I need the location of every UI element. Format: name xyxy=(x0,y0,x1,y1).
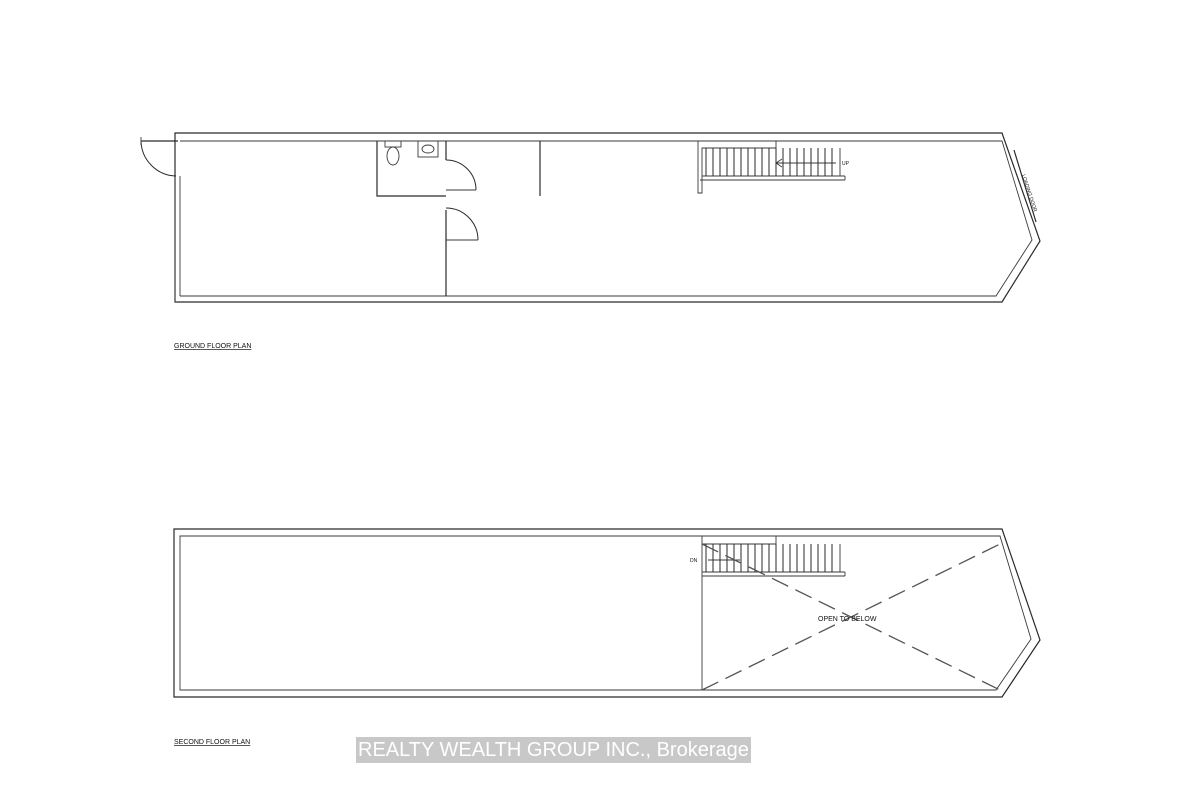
ground-floor-title: GROUND FLOOR PLAN xyxy=(174,343,251,350)
second-floor-inner-wall xyxy=(179,535,1032,691)
dn-label: DN xyxy=(690,558,698,564)
ground-floor-outer-wall xyxy=(174,132,1041,303)
brokerage-watermark: REALTY WEALTH GROUP INC., Brokerage xyxy=(356,737,751,763)
second-floor-plan: DN OPEN TO BELOW SECOND FLOOR PLAN xyxy=(173,528,1041,746)
toilet-icon xyxy=(384,140,402,166)
interior-partition xyxy=(445,207,479,296)
second-floor-outer-wall xyxy=(173,528,1041,698)
open-to-below-cross xyxy=(701,543,1001,691)
ground-floor-staircase xyxy=(697,141,846,194)
open-to-below-label: OPEN TO BELOW xyxy=(818,616,877,623)
washroom xyxy=(376,140,477,197)
ground-floor-plan: UP LOADING DOOR GROUND FLOOR PLAN xyxy=(140,132,1041,350)
second-floor-staircase xyxy=(700,535,846,577)
up-label: UP xyxy=(842,161,850,167)
entrance-door xyxy=(140,137,178,177)
loading-door xyxy=(1013,149,1037,223)
ground-floor-inner-wall xyxy=(180,140,1033,297)
second-floor-title: SECOND FLOOR PLAN xyxy=(174,739,250,746)
sink-icon xyxy=(417,140,439,158)
